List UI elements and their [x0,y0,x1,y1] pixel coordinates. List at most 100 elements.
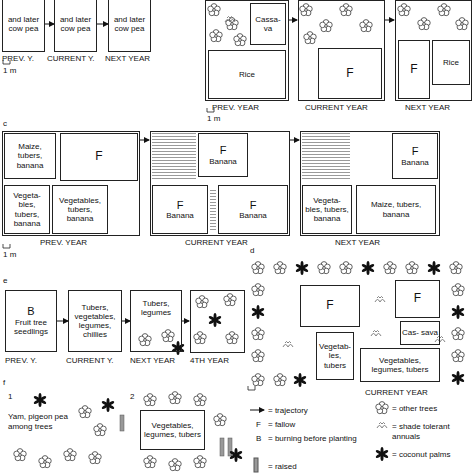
crop-text: Vegetab- les, tubers [318,342,352,370]
crop-text: Rice [443,58,459,67]
tree-symbol [340,4,352,16]
arrow-sample [250,410,264,411]
legend-text: = other trees [392,404,470,414]
panel-label: 1 m [3,250,16,260]
tree-symbol [452,328,464,340]
plot-box: Vegetables, tubers, banana [52,185,108,234]
crop-text: Tubers, vegetables, legumes, chillies [70,303,120,340]
plot-box: FBanana [198,133,248,177]
tree-symbol [224,294,236,306]
plot-box: and later cow pea [2,0,45,52]
palm-symbol [229,448,243,462]
legend-entry: = fallow [268,420,348,430]
legend-sample [250,460,266,474]
crop-text: Cassa- va [252,15,284,33]
fallow-hatching [152,133,350,232]
legend-entry: = shade tolerant annuals [392,422,462,441]
panel-label: 1 [8,392,12,402]
panel-label: NEXT YEAR [105,54,150,64]
plot-box: F [300,285,360,327]
tree-symbol [210,30,222,42]
crop-text: Cas- sava [402,328,438,337]
tree-symbol [252,262,264,274]
tree-symbol [300,4,312,16]
tree-symbol [304,32,316,44]
legend-text: = burning before planting [268,434,368,444]
legend-text: = trajectory [268,406,348,416]
tree-symbol [144,394,156,406]
crop-text: Tubers, legumes [132,299,180,317]
palm-symbol [101,398,115,412]
annual-sample [377,423,387,429]
palm-symbol [361,261,375,275]
crop-text: F [414,292,421,306]
panel-label: 1 m [207,114,220,124]
palm-symbol [208,313,222,327]
plot-box: FBanana [392,133,438,179]
tree-symbol [320,20,332,32]
tree-symbol [79,406,91,418]
palm-symbol [171,341,185,355]
crop-text: Banana [209,157,237,166]
palm-symbol [427,261,441,275]
plot-box: Vegetables, legumes, tubers [140,410,205,450]
tree-symbol [450,262,462,274]
panel-label: CURRENT Y. [66,356,114,366]
palm-symbol [33,393,47,407]
crop-text: and later cow pea [4,15,43,33]
trajectory-arrows [140,20,394,321]
panel-label: B [256,434,261,444]
panel-label: e [3,276,7,286]
trajectory-arrow [97,24,108,25]
plot-box: F [60,133,138,181]
tree-symbol [406,262,418,274]
plot-box: Cas- sava [400,321,440,345]
panel-label: 4TH YEAR [190,356,229,366]
panel-label: NEXT YEAR [405,103,450,113]
plot-box: Vegeta- bles, tubers, banana [302,185,352,234]
raised-bed-sample [254,458,258,472]
tree-symbol [194,456,206,468]
plot-box: FBanana [152,185,208,234]
crop-text: F [250,199,257,212]
panel-label: NEXT YEAR [335,238,380,248]
tree-symbol [208,4,220,16]
crop-text: F [326,299,333,313]
legend-sample [374,402,390,416]
tree-symbol [318,262,330,274]
tree-symbol [274,262,286,274]
legend-entry: = burning before planting [268,434,368,444]
crop-text: Rice [239,70,255,79]
plot-box: BFruit tree seedlings [5,290,57,352]
plot-box: Cassa- va [250,3,286,45]
tree-symbol [144,456,156,468]
tree-symbol [252,328,264,340]
legend-entry: = trajectory [268,406,348,416]
palm-symbol [451,305,465,319]
legend-sample [250,404,266,418]
panel-label: PREV. Y. [5,356,37,366]
crop-text: F [95,150,102,164]
crop-text: Vegetables, legumes, tubers [362,356,438,374]
tree-symbol [64,449,76,461]
plot-box: F [318,48,382,99]
crop-text: F [410,63,417,77]
plot-box: Tubers, legumes [130,290,182,352]
legend-entry: = coconut palms [392,450,470,460]
plot-outlines [3,1,472,353]
tree-symbol [94,424,106,436]
tree-symbol [169,459,181,471]
legend-entry: = other trees [392,404,470,414]
crop-text: Banana [166,211,194,220]
legend-text: = fallow [268,420,348,430]
legend-entry: = raised [268,462,348,472]
tree-symbol [196,296,208,308]
tree-symbol [438,4,450,16]
tree-symbol [252,374,264,386]
palm-symbol [251,305,265,319]
tree-symbol [252,350,264,362]
crop-text: Vegetables, legumes, tubers [142,421,203,439]
